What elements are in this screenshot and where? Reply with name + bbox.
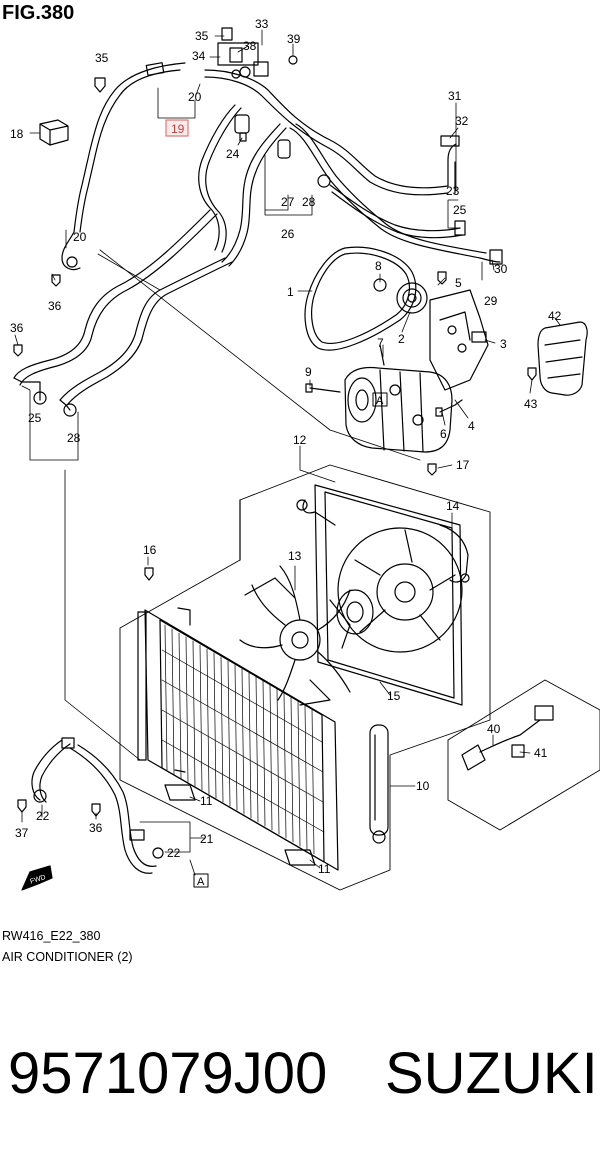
- callout-25: 25: [453, 203, 467, 217]
- callout-20: 20: [73, 230, 87, 244]
- ref-marker-a: A: [376, 395, 384, 407]
- callout-11: 11: [200, 794, 213, 808]
- callout-28: 28: [67, 431, 81, 445]
- callout-43: 43: [524, 397, 538, 411]
- callout-38: 38: [243, 39, 257, 53]
- highlight-box-19: [165, 119, 189, 137]
- relay-18: [39, 119, 69, 146]
- callout-42: 42: [548, 309, 562, 323]
- callout-15: 15: [387, 689, 401, 703]
- callout-13: 13: [288, 549, 302, 563]
- callout-30: 30: [494, 262, 508, 276]
- part-number: 9571079J00: [8, 1041, 328, 1106]
- brand-name: SUZUKI: [385, 1041, 598, 1106]
- callout-34: 34: [192, 49, 206, 63]
- callout-24: 24: [226, 147, 240, 161]
- callout-29: 29: [484, 294, 498, 308]
- fan-shroud: [314, 484, 463, 706]
- callout-20: 20: [188, 90, 202, 104]
- callout-35: 35: [95, 51, 109, 65]
- callout-16: 16: [143, 543, 157, 557]
- callout-17: 17: [456, 458, 470, 472]
- ref-marker-a: A: [197, 876, 205, 888]
- callout-36: 36: [10, 321, 24, 335]
- callout-39: 39: [287, 32, 301, 46]
- callout-11: 11: [318, 862, 331, 876]
- discharge-pipe: [204, 69, 449, 189]
- figure-title: FIG.380: [2, 2, 75, 24]
- callout-40: 40: [487, 722, 501, 736]
- callout-26: 26: [281, 227, 295, 241]
- callout-22: 22: [36, 809, 50, 823]
- drawing-code: RW416_E22_380: [2, 929, 101, 943]
- suction-hose: [73, 62, 186, 233]
- condenser: [144, 609, 339, 871]
- callout-5: 5: [455, 276, 462, 290]
- callout-35: 35: [195, 29, 209, 43]
- callout-33: 33: [255, 17, 269, 31]
- callout-7: 7: [377, 336, 384, 350]
- callout-36: 36: [48, 299, 62, 313]
- fwd-label: FWD: [29, 874, 46, 886]
- part-footer: 9571079J00 SUZUKI: [0, 1040, 600, 1120]
- compressor: [344, 366, 453, 453]
- callout-36: 36: [89, 821, 103, 835]
- callout-8: 8: [375, 259, 382, 273]
- callout-31: 31: [448, 89, 462, 103]
- callout-18: 18: [10, 127, 24, 141]
- callout-9: 9: [305, 365, 312, 379]
- callout-14: 14: [446, 499, 460, 513]
- callout-1: 1: [287, 285, 294, 299]
- fwd-arrow-icon: [21, 865, 53, 891]
- callout-27: 27: [281, 195, 295, 209]
- callout-10: 10: [416, 779, 430, 793]
- callout-23: 23: [446, 184, 460, 198]
- callout-22: 22: [167, 846, 181, 860]
- callout-21: 21: [200, 832, 214, 846]
- callout-6: 6: [440, 427, 447, 441]
- callout-2: 2: [398, 332, 405, 346]
- callout-37: 37: [15, 826, 29, 840]
- fan-blades: [239, 565, 351, 701]
- liquid-pipe: [13, 209, 211, 379]
- figure-caption: AIR CONDITIONER (2): [2, 950, 133, 964]
- callout-32: 32: [455, 114, 469, 128]
- heat-shield: [537, 321, 588, 396]
- callout-19: 19: [171, 122, 185, 136]
- parts-diagram: 35 33 34 38 39 35 20 19 18 24 31 32 23 2…: [10, 17, 600, 891]
- callout-3: 3: [500, 337, 507, 351]
- drive-belt: [304, 246, 417, 351]
- callout-25: 25: [28, 411, 42, 425]
- receiver-dryer: [369, 724, 389, 836]
- callout-12: 12: [293, 433, 307, 447]
- callout-28: 28: [302, 195, 316, 209]
- callout-4: 4: [468, 419, 475, 433]
- callout-41: 41: [534, 746, 548, 760]
